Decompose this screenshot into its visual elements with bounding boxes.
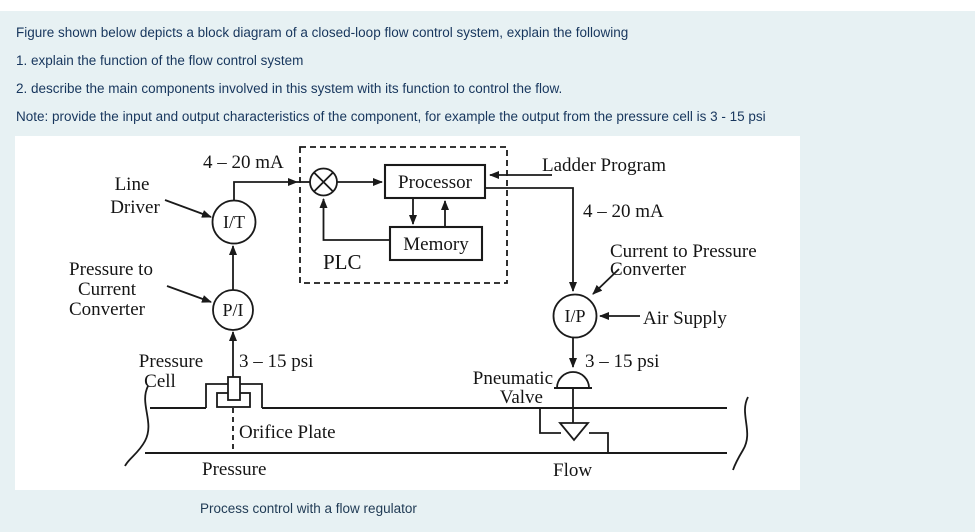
question-intro: Figure shown below depicts a block diagr… — [16, 25, 629, 40]
pi-converter-label: P/I — [222, 300, 243, 320]
valve-seat-right — [589, 432, 609, 453]
valve-seat-left — [539, 408, 561, 434]
question-item-2: 2. describe the main components involved… — [16, 81, 563, 96]
pressure-to-current-pointer-arrow — [166, 285, 212, 303]
pneumatic-valve-symbol — [539, 371, 609, 453]
processor-to-ip-line — [485, 187, 577, 292]
psi-right-label: 3 – 15 psi — [585, 351, 659, 372]
psi-left-label: 3 – 15 psi — [239, 351, 313, 372]
figure-caption: Process control with a flow regulator — [200, 501, 417, 516]
line-driver-pointer-arrow — [164, 199, 212, 218]
diagram-panel: Processor Memory PLC I/T P/I I/P 4 – 20 … — [15, 136, 800, 490]
pressure-to-current-label-2: Current — [78, 279, 137, 300]
question-note: Note: provide the input and output chara… — [16, 109, 766, 124]
line-driver-label-2: Driver — [110, 197, 160, 218]
memory-feedback-line — [319, 198, 390, 241]
flow-control-diagram: Processor Memory PLC I/T P/I I/P 4 – 20 … — [69, 146, 757, 481]
memory-box — [388, 225, 484, 262]
pressure-to-current-label-3: Converter — [69, 299, 146, 320]
pressure-cell-label-1: Pressure — [139, 351, 203, 372]
ladder-program-label: Ladder Program — [542, 155, 666, 176]
pipe-break-left — [124, 385, 150, 467]
orifice-plate-label: Orifice Plate — [239, 422, 336, 443]
plc-dashed-box — [299, 146, 508, 284]
pi-converter-circle — [212, 289, 254, 331]
pressure-cell-symbol — [205, 376, 263, 408]
processor-box — [383, 163, 487, 200]
pneumatic-valve-label-1: Pneumatic — [473, 368, 553, 389]
plc-label: PLC — [323, 250, 362, 274]
question-block: Figure shown below depicts a block diagr… — [16, 26, 956, 138]
processor-label: Processor — [398, 172, 473, 193]
signal-right-label: 4 – 20 mA — [583, 201, 664, 222]
valve-actuator-dome — [556, 371, 590, 389]
top-white-strip — [0, 0, 975, 11]
question-item-1: 1. explain the function of the flow cont… — [16, 53, 304, 68]
flow-label: Flow — [553, 460, 592, 481]
pipe — [124, 385, 749, 471]
line-driver-label-1: Line — [115, 174, 150, 195]
summing-junction — [309, 167, 338, 197]
memory-label: Memory — [403, 234, 469, 255]
pressure-label: Pressure — [202, 459, 266, 480]
ip-converter-label: I/P — [564, 306, 585, 326]
signal-top-label: 4 – 20 mA — [203, 152, 284, 173]
it-converter-circle — [211, 199, 257, 245]
it-to-summing-line — [233, 178, 298, 200]
current-to-pressure-label-1: Current to Pressure — [610, 241, 757, 262]
pipe-break-right — [732, 396, 749, 471]
air-supply-label: Air Supply — [643, 308, 727, 329]
pressure-cell-label-2: Cell — [144, 371, 176, 392]
ip-converter-circle — [552, 293, 598, 339]
current-to-pressure-pointer-arrow — [592, 268, 620, 295]
current-to-pressure-label-2: Converter — [610, 259, 687, 280]
pneumatic-valve-label-2: Valve — [500, 387, 543, 408]
pressure-cell-stem — [227, 376, 241, 401]
pressure-to-current-label-1: Pressure to — [69, 259, 153, 280]
it-converter-label: I/T — [223, 212, 245, 232]
valve-plug — [558, 422, 590, 442]
